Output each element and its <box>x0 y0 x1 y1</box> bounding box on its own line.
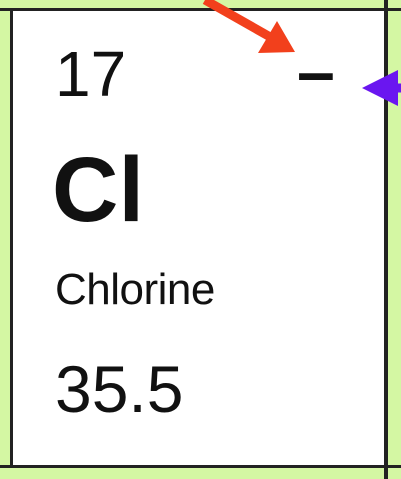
element-name: Chlorine <box>55 265 215 314</box>
element-tile <box>10 8 387 468</box>
atomic-mass: 35.5 <box>55 352 184 426</box>
right-border-line <box>384 0 388 479</box>
top-border-line <box>0 8 401 11</box>
atomic-number: 17 <box>55 38 127 110</box>
ion-charge: – <box>297 34 335 110</box>
bottom-border-line <box>0 465 401 468</box>
element-symbol: Cl <box>52 139 144 241</box>
